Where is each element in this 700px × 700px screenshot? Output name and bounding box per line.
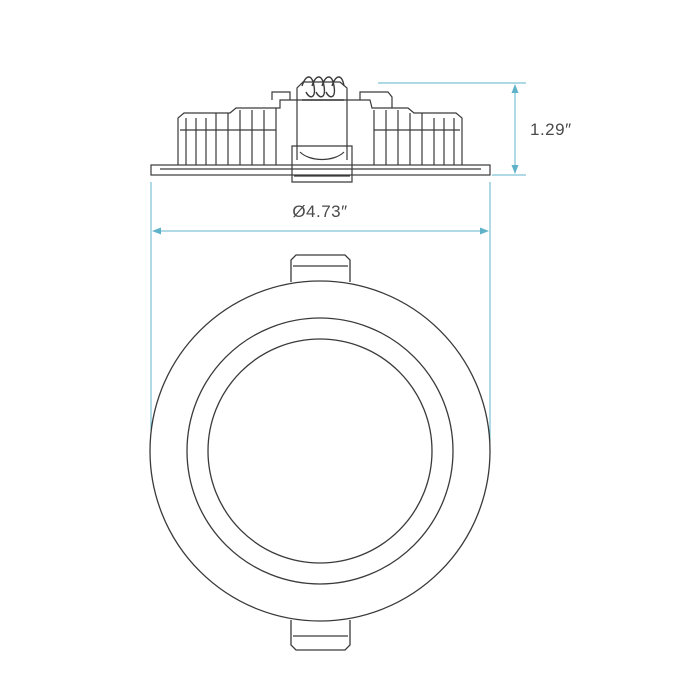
front-bezel-ring — [186, 317, 454, 585]
height-arrow-bottom — [511, 165, 519, 174]
front-tab-top — [290, 254, 351, 282]
front-lens — [207, 338, 433, 564]
side-clip-tab-curve — [299, 151, 345, 161]
dimension-annotations — [150, 82, 526, 455]
side-housing-outline — [177, 99, 463, 165]
side-flange — [150, 164, 491, 176]
front-outer-ring — [149, 280, 491, 622]
side-cooling-fins — [180, 108, 460, 165]
side-spring-bracket — [296, 81, 348, 160]
side-clip-tab — [291, 145, 353, 183]
height-dimension-label: 1.29″ — [530, 120, 572, 139]
front-tab-bottom — [290, 620, 351, 651]
diameter-arrow-right — [480, 227, 489, 235]
diameter-arrow-left — [152, 227, 161, 235]
side-top-block-right — [359, 91, 393, 108]
side-view — [150, 76, 491, 183]
diameter-dimension-label: Ø4.73″ — [292, 202, 347, 221]
height-arrow-top — [511, 84, 519, 93]
side-top-block-left — [271, 91, 291, 100]
front-view — [149, 254, 491, 651]
side-spring-coil — [301, 76, 345, 101]
